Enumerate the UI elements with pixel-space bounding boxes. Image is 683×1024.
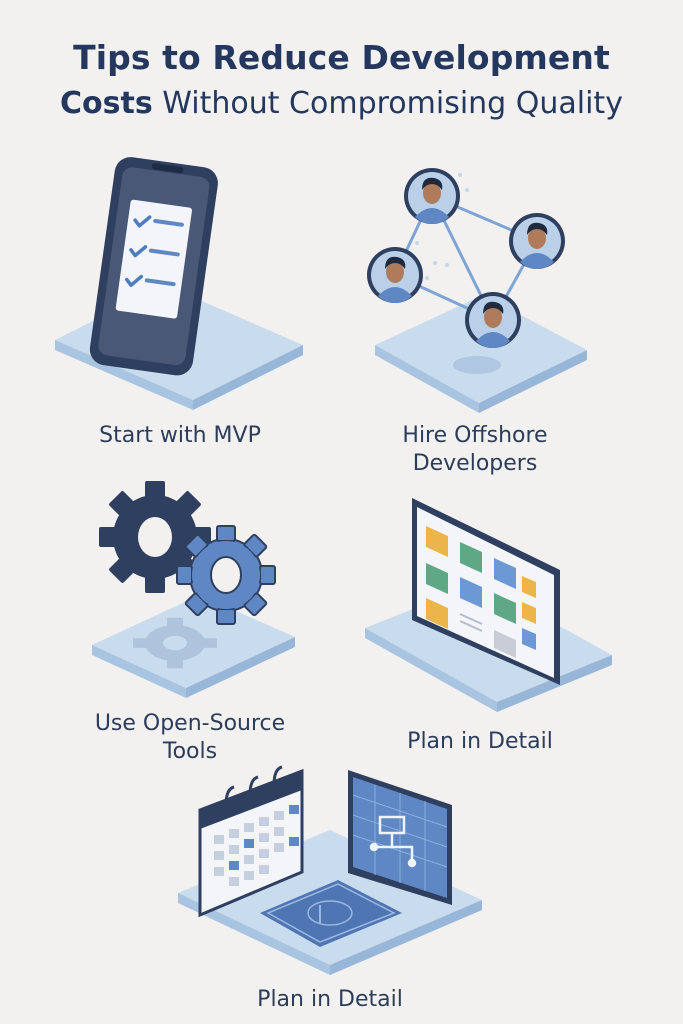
team-network-icon (367, 168, 587, 413)
label-hire-offshore-developers: Hire Offshore Developers (350, 422, 600, 478)
title-rest: Without Compromising Quality (152, 86, 623, 121)
tile-plan-in-detail-board (360, 490, 620, 725)
page-title-line-2: Costs Without Compromising Quality (0, 86, 683, 121)
label-text: Start with MVP (99, 423, 261, 448)
page-title-line-1: Tips to Reduce Development (73, 38, 610, 77)
label-plan-in-detail-calendar: Plan in Detail (210, 986, 450, 1014)
tile-start-with-mvp (45, 145, 315, 410)
developer-avatar (404, 168, 460, 225)
kanban-board-icon (365, 498, 612, 712)
label-use-open-source-tools: Use Open-Source Tools (70, 710, 310, 766)
label-text-line-2: Tools (162, 739, 218, 764)
tile-hire-offshore-developers (355, 155, 635, 415)
tile-plan-in-detail-calendar (170, 765, 490, 990)
label-text-line-2: Developers (412, 451, 538, 476)
label-start-with-mvp: Start with MVP (60, 422, 300, 450)
gears-icon (92, 481, 295, 698)
calendar-blueprint-icon (178, 765, 482, 975)
developer-avatar (367, 247, 423, 304)
title-emphasis: Costs (60, 86, 153, 121)
label-text: Plan in Detail (257, 987, 403, 1012)
label-plan-in-detail-board: Plan in Detail (360, 728, 600, 756)
tile-use-open-source-tools (80, 475, 310, 710)
label-text: Plan in Detail (407, 729, 553, 754)
phone-checklist-icon (55, 157, 303, 410)
label-text-line-1: Hire Offshore (402, 423, 548, 448)
developer-avatar (465, 292, 521, 349)
label-text-line-1: Use Open-Source (94, 711, 286, 736)
developer-avatar (509, 213, 565, 270)
